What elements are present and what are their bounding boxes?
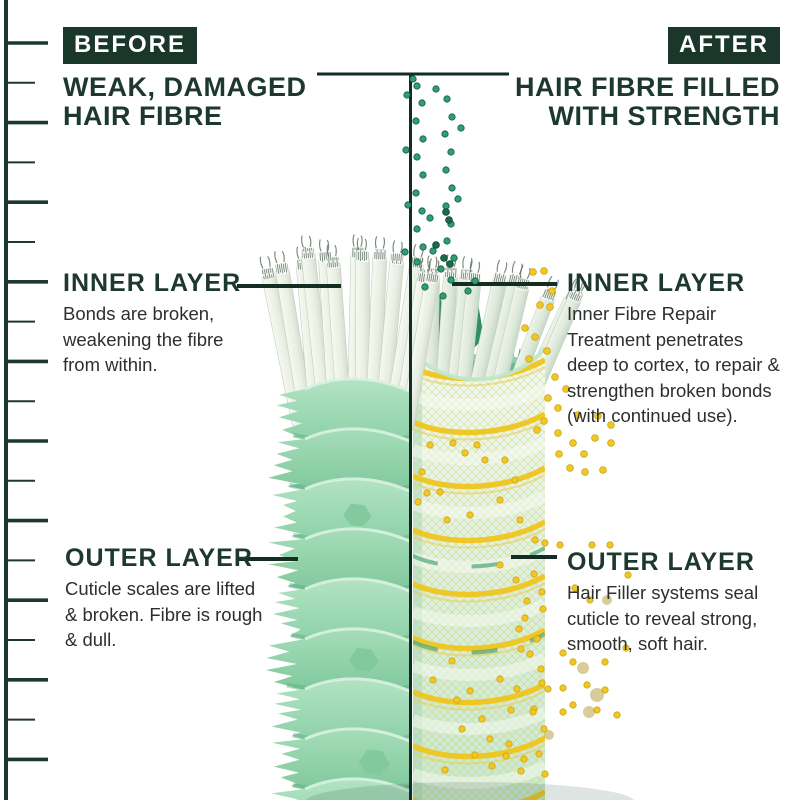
outer-layer-left-label: OUTER LAYER Cuticle scales are lifted & …: [65, 544, 262, 653]
fibre-right-outer-wall-mesh: [411, 346, 547, 800]
inner-layer-right-body: Inner Fibre Repair Treatment penetrates …: [567, 303, 780, 426]
inner-layer-left-title: INNER LAYER: [63, 269, 242, 297]
outer-layer-right-title: OUTER LAYER: [567, 548, 755, 576]
before-badge: BEFORE: [63, 27, 198, 64]
treatment-beads: [401, 75, 632, 778]
connector-lines: [237, 72, 557, 800]
fibre-bottom-shadow: [305, 782, 635, 800]
inner-layer-right-title: INNER LAYER: [567, 269, 746, 297]
outer-layer-left-body: Cuticle scales are lifted & broken. Fibr…: [65, 578, 263, 650]
after-heading: HAIR FIBRE FILLED WITH STRENGTH: [515, 72, 780, 131]
outer-layer-right-label: OUTER LAYER Hair Filler systems seal cut…: [567, 548, 758, 657]
fibre-left-cuticle-scales: [265, 377, 413, 800]
after-section: AFTER HAIR FIBRE FILLED WITH STRENGTH: [515, 27, 780, 131]
inner-layer-right-label: INNER LAYER Inner Fibre Repair Treatment…: [567, 269, 780, 429]
inner-layer-left-label: INNER LAYER Bonds are broken, weakening …: [63, 269, 241, 378]
outer-layer-right-body: Hair Filler systems seal cuticle to reve…: [567, 582, 759, 654]
before-section: BEFORE WEAK, DAMAGED HAIR FIBRE: [63, 27, 307, 131]
before-heading: WEAK, DAMAGED HAIR FIBRE: [63, 72, 307, 131]
inner-layer-left-body: Bonds are broken, weakening the fibre fr…: [63, 303, 224, 375]
ruler-scale: [4, 0, 48, 800]
outer-layer-left-title: OUTER LAYER: [65, 544, 253, 572]
after-badge: AFTER: [668, 27, 780, 64]
